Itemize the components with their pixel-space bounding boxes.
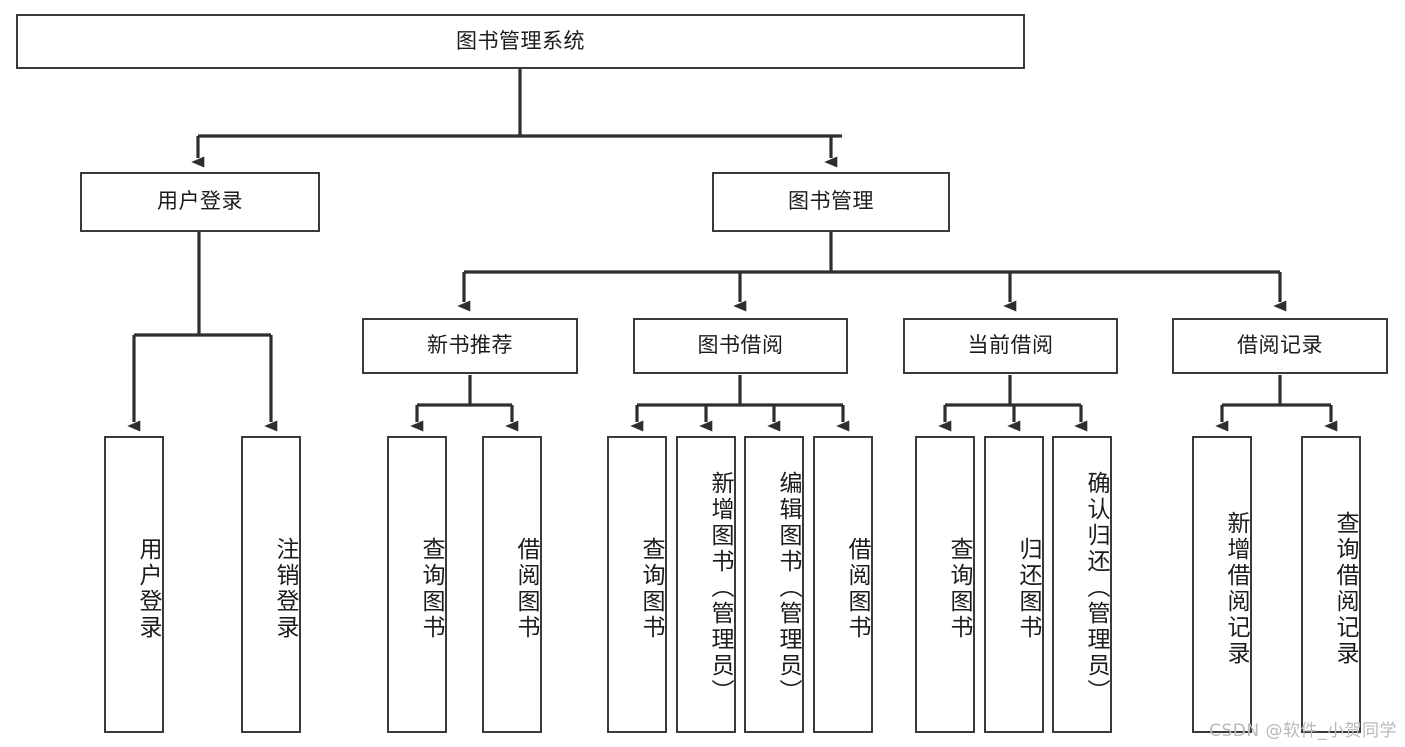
edge-group-root bbox=[191, 68, 842, 168]
node-user-login[interactable]: 用户登录 bbox=[80, 172, 320, 232]
node-label: 新增图书（管理员） bbox=[707, 470, 733, 705]
leaf-add-borrow-record[interactable]: 新增借阅记录 bbox=[1192, 436, 1252, 733]
node-label: 归还图书 bbox=[1015, 536, 1041, 641]
edge-group-user-login bbox=[127, 232, 278, 432]
node-label: 编辑图书（管理员） bbox=[775, 470, 801, 705]
node-label: 用户登录 bbox=[135, 536, 161, 641]
node-label: 借阅记录 bbox=[1237, 333, 1323, 358]
node-current-borrowing[interactable]: 当前借阅 bbox=[903, 318, 1118, 374]
edge-group-borrow-record bbox=[1215, 375, 1338, 432]
edge-group-book-borrow bbox=[630, 375, 850, 432]
leaf-logout[interactable]: 注销登录 bbox=[241, 436, 301, 733]
node-label: 新增借阅记录 bbox=[1223, 510, 1249, 667]
leaf-borrow-books[interactable]: 借阅图书 bbox=[813, 436, 873, 733]
node-label: 图书管理系统 bbox=[456, 28, 585, 53]
edge-group-current-borrow bbox=[938, 375, 1088, 432]
csdn-watermark: CSDN @软件_小贺同学 bbox=[1209, 721, 1397, 741]
node-label: 图书借阅 bbox=[697, 333, 784, 358]
node-label: 借阅图书 bbox=[513, 536, 539, 641]
node-label: 注销登录 bbox=[272, 536, 298, 641]
leaf-return-books[interactable]: 归还图书 bbox=[984, 436, 1044, 733]
node-label: 图书管理 bbox=[788, 189, 874, 214]
leaf-user-login[interactable]: 用户登录 bbox=[104, 436, 164, 733]
leaf-borrow-books-recommend[interactable]: 借阅图书 bbox=[482, 436, 542, 733]
node-borrowing-records[interactable]: 借阅记录 bbox=[1172, 318, 1388, 374]
node-root-book-management-system[interactable]: 图书管理系统 bbox=[16, 14, 1025, 69]
node-label: 查询图书 bbox=[418, 536, 444, 641]
node-label: 借阅图书 bbox=[844, 536, 870, 641]
node-book-management[interactable]: 图书管理 bbox=[712, 172, 950, 232]
node-label: 查询图书 bbox=[638, 536, 664, 641]
leaf-edit-book-admin[interactable]: 编辑图书（管理员） bbox=[744, 436, 804, 733]
node-label: 用户登录 bbox=[157, 189, 243, 214]
edge-group-new-book bbox=[410, 375, 519, 432]
node-label: 当前借阅 bbox=[967, 333, 1054, 358]
node-label: 新书推荐 bbox=[427, 333, 513, 358]
node-new-book-recommendation[interactable]: 新书推荐 bbox=[362, 318, 578, 374]
node-label: 查询借阅记录 bbox=[1332, 510, 1358, 667]
node-label: 确认归还（管理员） bbox=[1083, 470, 1109, 705]
leaf-query-books-recommend[interactable]: 查询图书 bbox=[387, 436, 447, 733]
leaf-query-borrow-record[interactable]: 查询借阅记录 bbox=[1301, 436, 1361, 733]
node-book-borrowing[interactable]: 图书借阅 bbox=[633, 318, 848, 374]
node-label: 查询图书 bbox=[946, 536, 972, 641]
leaf-query-books-current[interactable]: 查询图书 bbox=[915, 436, 975, 733]
edge-group-book-management bbox=[457, 232, 1287, 312]
leaf-query-books-borrow[interactable]: 查询图书 bbox=[607, 436, 667, 733]
leaf-confirm-return-admin[interactable]: 确认归还（管理员） bbox=[1052, 436, 1112, 733]
leaf-add-book-admin[interactable]: 新增图书（管理员） bbox=[676, 436, 736, 733]
